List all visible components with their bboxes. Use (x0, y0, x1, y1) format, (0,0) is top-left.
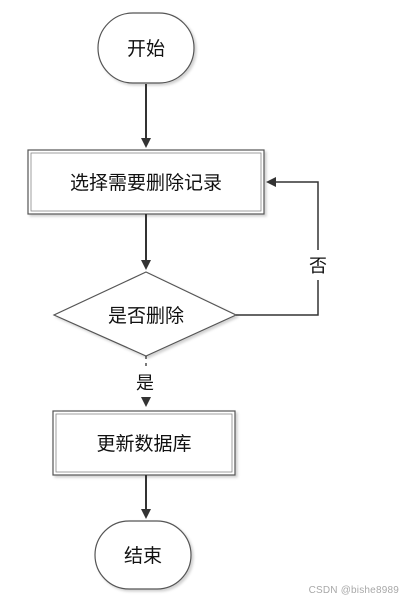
update-db-label: 更新数据库 (96, 433, 191, 455)
yes-label-bg (133, 368, 157, 394)
watermark: CSDN @bishe8989 (308, 585, 399, 596)
edge-no-loop (236, 177, 319, 316)
decision-node: 是否删除 (52, 271, 238, 357)
no-label: 否 (309, 256, 327, 277)
start-label: 开始 (127, 38, 165, 60)
select-record-node: 选择需要删除记录 (27, 149, 265, 215)
yes-label: 是 (136, 373, 154, 394)
update-db-node: 更新数据库 (52, 410, 236, 476)
start-node: 开始 (97, 12, 195, 84)
end-node: 结束 (94, 520, 192, 590)
no-label-bg (306, 250, 330, 280)
select-record-label: 选择需要删除记录 (70, 172, 222, 194)
end-label: 结束 (124, 545, 162, 567)
decision-label: 是否删除 (108, 305, 184, 327)
